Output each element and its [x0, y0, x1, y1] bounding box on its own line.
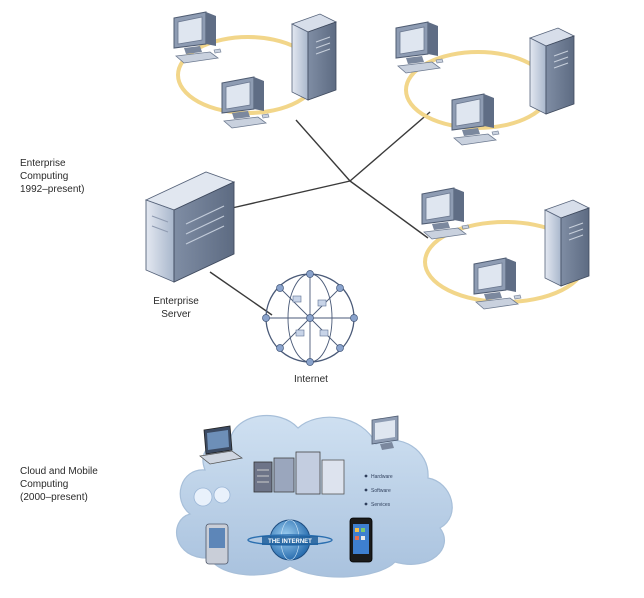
internet-banner-label: THE INTERNET	[268, 539, 312, 545]
desktop-computer-icon	[451, 93, 500, 146]
era-1-title-line-1: Enterprise	[20, 158, 66, 169]
era-2-title-line-2: Computing	[20, 479, 68, 490]
network-group-1	[173, 11, 337, 129]
desktop-computer-icon	[173, 11, 222, 64]
cloud-icon	[176, 414, 453, 578]
cloud-bullet-services: Services	[371, 502, 391, 508]
desktop-computer-icon	[371, 415, 399, 450]
cloud-bullet-hardware: Hardware	[371, 474, 393, 480]
internet-globe-icon	[247, 519, 333, 561]
era-2-range: (2000–present)	[20, 492, 88, 503]
desktop-computer-icon	[473, 257, 522, 310]
enterprise-server-label-line-2: Server	[161, 309, 191, 320]
enterprise-server-icon	[144, 171, 236, 283]
era-1-range: 1992–present)	[20, 184, 85, 195]
cloud-logo-icon	[193, 486, 231, 507]
era-2-title-line-1: Cloud and Mobile	[20, 466, 98, 477]
pda-icon	[205, 523, 229, 565]
smartphone-icon	[349, 517, 373, 563]
network-group-2	[395, 21, 575, 146]
cloud-bullet-software: Software	[371, 488, 391, 494]
enterprise-server-label-line-1: Enterprise	[153, 296, 199, 307]
globe-network-icon	[262, 270, 358, 366]
desktop-computer-icon	[221, 76, 270, 129]
server-rack-icon	[253, 451, 345, 495]
tower-server-icon	[291, 13, 337, 101]
internet-label: Internet	[294, 374, 328, 385]
desktop-computer-icon	[395, 21, 444, 74]
cloud-bullet-list	[364, 474, 368, 506]
tower-server-icon	[529, 27, 575, 115]
network-links	[209, 111, 431, 316]
era-1-title-line-2: Computing	[20, 171, 68, 182]
tower-server-icon	[544, 199, 590, 287]
desktop-computer-icon	[421, 187, 470, 240]
laptop-icon	[199, 425, 244, 465]
network-group-3	[421, 187, 590, 310]
